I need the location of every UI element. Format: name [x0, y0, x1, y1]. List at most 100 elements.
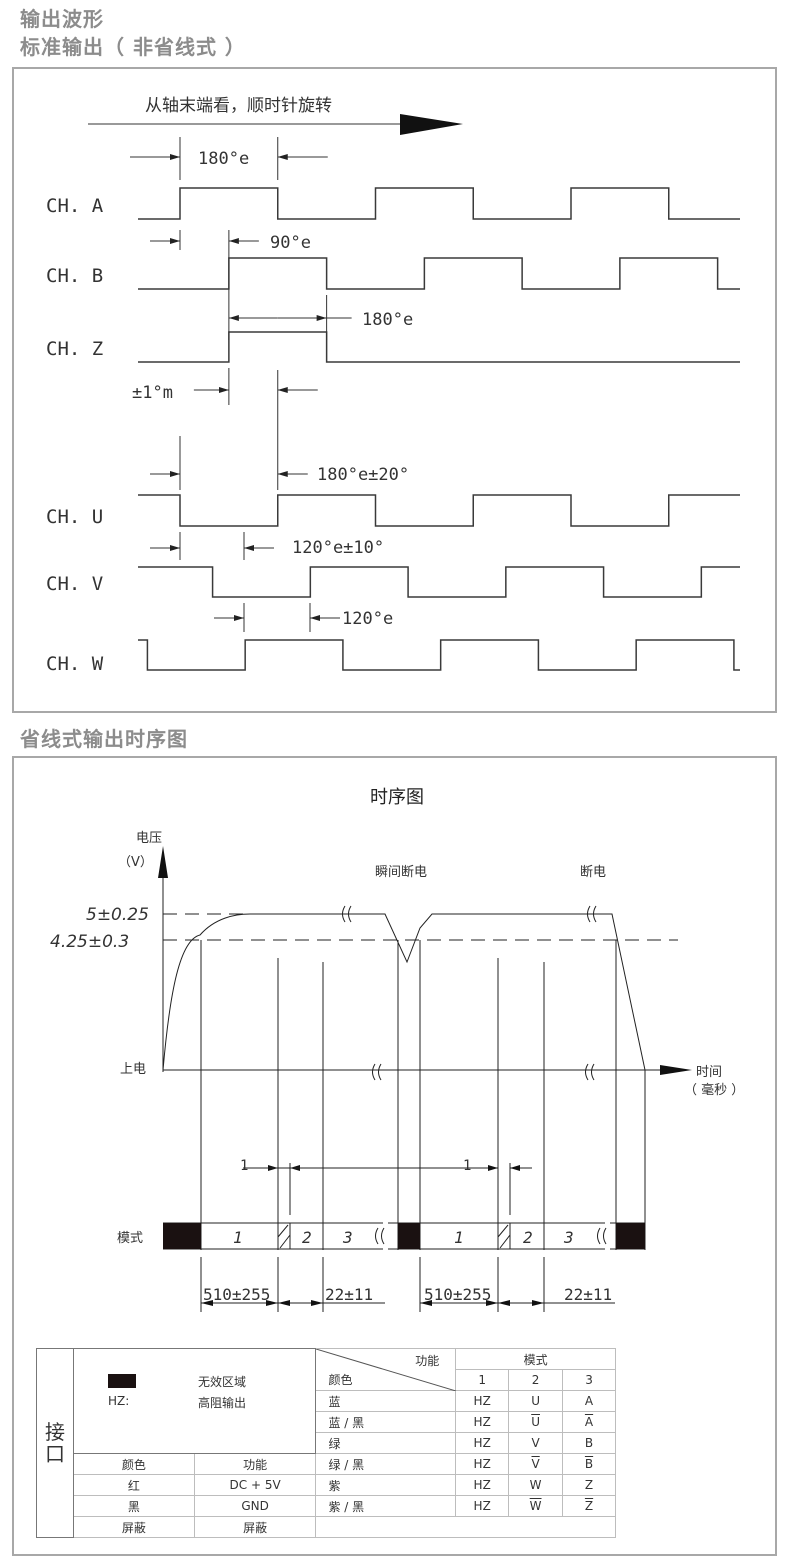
- voltage-curve: [162, 913, 646, 1071]
- mode-1-label-b: 1: [454, 1228, 464, 1247]
- row-m2-inverted: W: [508, 1495, 564, 1517]
- row-m3-inverted: B: [562, 1453, 616, 1475]
- heading-output-waveform: 输出波形: [20, 7, 104, 31]
- mode-1-label-a: 1: [233, 1228, 243, 1247]
- wire-row: 黑 GND 紫 / 黑 HZ W Z: [37, 1495, 616, 1517]
- wave-ch-a: [138, 187, 740, 220]
- dim-a-width: 180°e: [198, 149, 249, 169]
- gap-marker-arrow: [510, 1165, 520, 1171]
- break-mark-top-1: [342, 905, 352, 923]
- wire-color: 红: [72, 1474, 195, 1496]
- row-m2: U: [508, 1390, 564, 1412]
- channel-label-v: CH. V: [46, 573, 103, 595]
- wire-function: 屏蔽: [193, 1516, 317, 1538]
- rotation-note: 从轴末端看，顺时针旋转: [145, 96, 332, 116]
- break-mark-axis-1: [372, 1063, 382, 1081]
- mode-label: 模式: [117, 1231, 143, 1246]
- channel-label-u: CH. U: [46, 506, 103, 528]
- dim-z-width: 180°e: [362, 310, 413, 330]
- wire-function: GND: [193, 1495, 317, 1517]
- level-threshold-label: 4.25±0.3: [50, 932, 129, 952]
- row-color: 绿 / 黑: [315, 1453, 457, 1475]
- power-on-label: 上电: [120, 1062, 146, 1077]
- hatch-lines: [277, 1224, 291, 1249]
- gap-marker-b: 1: [463, 1158, 471, 1174]
- row-m1: HZ: [455, 1495, 510, 1517]
- duration-mode3-b: 22±11: [564, 1285, 612, 1304]
- row-m2: W: [508, 1474, 564, 1496]
- legend-hz-symbol: HZ:: [107, 1394, 130, 1408]
- timing-title: 时序图: [370, 787, 424, 808]
- row-m3-inverted: Z: [562, 1495, 616, 1517]
- row-color: 紫 / 黑: [315, 1495, 457, 1517]
- corner-top-label: 功能: [415, 1354, 440, 1368]
- wave-ch-w: [138, 639, 740, 671]
- break-mark-bar-1: [375, 1227, 385, 1245]
- row-m3: A: [562, 1390, 616, 1412]
- row-m3-inverted: A: [562, 1411, 616, 1433]
- channel-label-b: CH. B: [46, 265, 103, 287]
- dim-uv-phase: 120°e±10°: [292, 538, 384, 558]
- row-color: 绿: [315, 1432, 457, 1454]
- mode-row: 绿 HZ V B: [37, 1432, 616, 1454]
- interface-side-label: 接口: [36, 1348, 74, 1538]
- wave-ch-v: [138, 566, 740, 598]
- event-brief-outage: 瞬间断电: [375, 865, 427, 880]
- mode-2-label-a: 2: [302, 1228, 312, 1247]
- wire-row: 红 DC + 5V 紫 HZ W Z: [37, 1474, 616, 1496]
- channel-label-w: CH. W: [46, 653, 104, 675]
- mode-col-1: 1: [455, 1369, 510, 1391]
- mode-group-header: 模式: [455, 1348, 616, 1370]
- y-axis-unit: （V）: [118, 855, 153, 870]
- level-high-label: 5±0.25: [86, 905, 149, 925]
- x-axis-unit: （ 毫秒 ）: [684, 1082, 744, 1098]
- row-m3: Z: [562, 1474, 616, 1496]
- legend-hz-text: 高阻输出: [197, 1396, 246, 1410]
- break-mark-top-2: [587, 905, 597, 923]
- dim-ab-phase: 90°e: [270, 233, 311, 253]
- x-axis-label: 时间: [696, 1065, 722, 1080]
- empty-cell: [315, 1516, 616, 1538]
- wave-ch-b: [138, 257, 740, 290]
- mode-col-3: 3: [562, 1369, 616, 1391]
- row-m1: HZ: [455, 1453, 510, 1475]
- row-m3: B: [562, 1432, 616, 1454]
- invalid-zone-block-3: [616, 1223, 645, 1249]
- wire-header-color: 颜色: [72, 1453, 195, 1475]
- hatch-lines: [497, 1224, 511, 1249]
- row-m2-inverted: V: [508, 1453, 564, 1475]
- mode-row: 蓝 HZ U A: [37, 1390, 616, 1412]
- duration-mode1-b: 510±255: [424, 1285, 491, 1304]
- break-mark-bar-2: [597, 1227, 607, 1245]
- channel-label-z: CH. Z: [46, 338, 103, 360]
- mode-3-label-a: 3: [342, 1228, 353, 1247]
- row-m2-inverted: U: [508, 1411, 564, 1433]
- invalid-zone-swatch: [107, 1374, 136, 1388]
- row-m1: HZ: [455, 1411, 510, 1433]
- waveform-diagram: 从轴末端看，顺时针旋转 CH. A CH. B CH. Z CH. U CH. …: [46, 96, 740, 675]
- wire-color: 屏蔽: [72, 1516, 195, 1538]
- y-axis-label: 电压: [136, 831, 162, 846]
- invalid-zone-block-1: [163, 1223, 201, 1249]
- wire-color: 黑: [72, 1495, 195, 1517]
- mode-3-label-b: 3: [563, 1228, 574, 1247]
- row-color: 紫: [315, 1474, 457, 1496]
- row-m1: HZ: [455, 1432, 510, 1454]
- waveform-frame: [12, 67, 777, 713]
- dim-vw-phase: 120°e: [342, 609, 393, 629]
- dim-u-width: 180°e±20°: [317, 465, 409, 485]
- wire-header-function: 功能: [193, 1453, 317, 1475]
- break-mark-axis-2: [585, 1063, 595, 1081]
- wire-row: 颜色 功能 绿 / 黑 HZ V B: [37, 1453, 616, 1475]
- legend-cell: 无效区域 HZ: 高阻输出: [72, 1348, 317, 1454]
- wire-function: DC + 5V: [193, 1474, 317, 1496]
- y-axis-arrowhead: [158, 846, 168, 878]
- mode-col-2: 2: [508, 1369, 564, 1391]
- duration-mode3-a: 22±11: [325, 1285, 373, 1304]
- channel-label-a: CH. A: [46, 195, 104, 217]
- row-color: 蓝: [315, 1390, 457, 1412]
- mode-2-label-b: 2: [523, 1228, 533, 1247]
- gap-marker-arrow: [488, 1165, 498, 1171]
- heading-standard-output: 标准输出（ 非省线式 ）: [20, 35, 246, 59]
